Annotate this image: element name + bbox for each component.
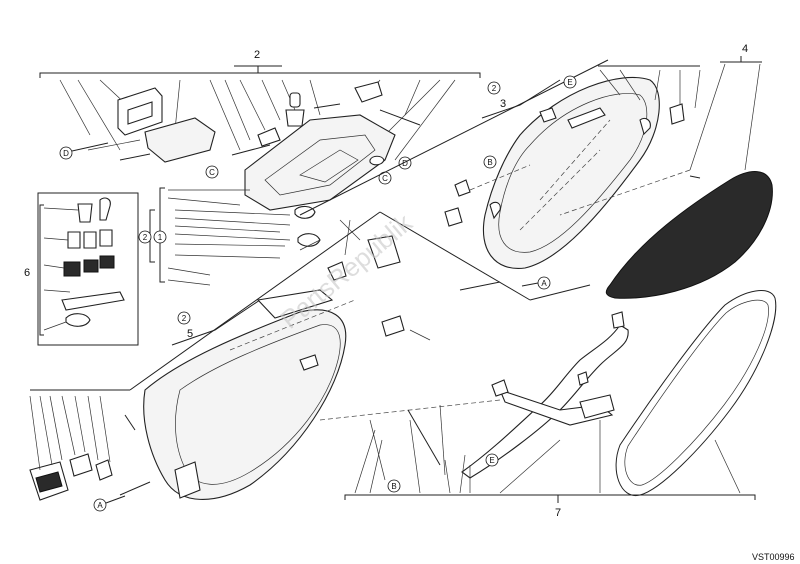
callout-1-left: 1 bbox=[158, 233, 163, 242]
svg-text:D: D bbox=[402, 159, 408, 168]
letter-A-right: A bbox=[521, 276, 551, 290]
callout-3: 2 3 bbox=[481, 79, 561, 119]
mounting-frame-part: 7 bbox=[344, 290, 777, 519]
svg-text:B: B bbox=[487, 158, 492, 167]
watermark-text: PartsRepublik bbox=[275, 207, 419, 335]
lock-kit-inset: 6 bbox=[24, 192, 139, 346]
svg-text:C: C bbox=[382, 174, 388, 183]
letter-D-top: D bbox=[59, 142, 109, 160]
letter-A-low: A bbox=[93, 495, 126, 512]
callout-2-top: 2 bbox=[254, 49, 260, 61]
svg-text:E: E bbox=[489, 456, 494, 465]
svg-text:C: C bbox=[209, 168, 215, 177]
svg-text:E: E bbox=[567, 78, 572, 87]
rear-handle-part bbox=[87, 87, 216, 163]
letter-C-1: C bbox=[205, 165, 219, 179]
latch-parts bbox=[29, 395, 151, 501]
seat-part: 4 bbox=[605, 43, 773, 299]
callout-2-mid: 2 bbox=[492, 84, 497, 93]
callout-6: 6 bbox=[24, 267, 30, 279]
right-side-case-part bbox=[444, 65, 701, 291]
callout-5: 2 5 bbox=[171, 299, 261, 346]
drawing-code: VST00996 bbox=[752, 552, 795, 562]
callout-2-low: 2 bbox=[182, 314, 187, 323]
left-side-case-part bbox=[143, 219, 501, 500]
letter-E-low: E bbox=[485, 453, 499, 467]
section-divider-lines bbox=[30, 59, 609, 391]
under-seat-tray-part bbox=[231, 81, 421, 247]
callout-2-left: 2 bbox=[143, 233, 148, 242]
letter-B-low: B bbox=[387, 479, 401, 493]
svg-text:D: D bbox=[63, 149, 69, 158]
svg-text:3: 3 bbox=[500, 98, 506, 110]
letter-D-2: D bbox=[398, 156, 412, 170]
svg-text:A: A bbox=[97, 501, 103, 510]
letter-E-top: E bbox=[563, 75, 577, 89]
callout-bracket-2-1-mid: 2 1 bbox=[138, 187, 291, 286]
svg-text:5: 5 bbox=[187, 328, 193, 340]
svg-text:B: B bbox=[391, 482, 396, 491]
callout-4: 4 bbox=[742, 43, 748, 55]
callout-7: 7 bbox=[555, 507, 561, 519]
svg-text:A: A bbox=[541, 279, 547, 288]
letter-B-mid: B bbox=[483, 155, 497, 169]
